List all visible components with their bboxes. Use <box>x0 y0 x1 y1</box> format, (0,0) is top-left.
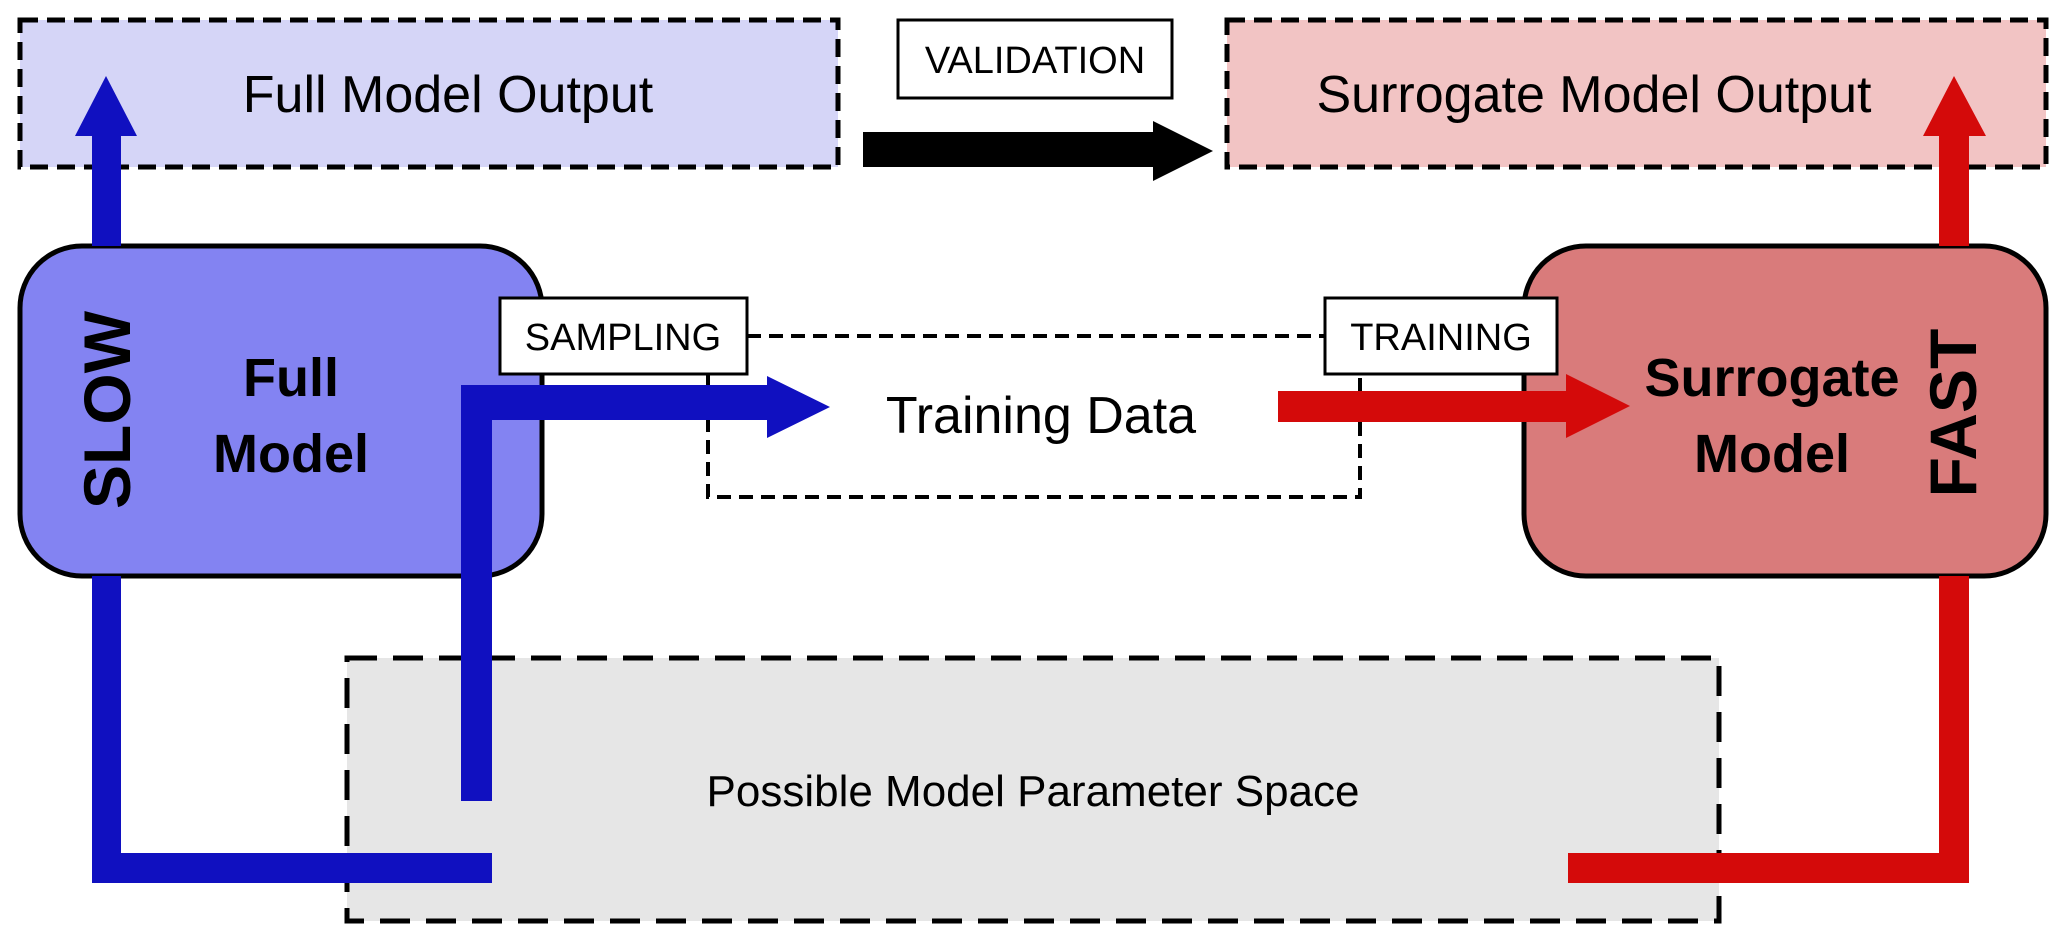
full-model-output-node: Full Model Output <box>17 17 841 170</box>
training-tag-box <box>1323 296 1559 376</box>
full-model-output-label: Full Model Output <box>243 66 654 124</box>
validation-tag: VALIDATION <box>896 18 1174 100</box>
training-tag-label: TRAINING <box>1350 317 1532 359</box>
training-data-label: Training Data <box>886 387 1196 445</box>
full-model-to-output-arrow <box>75 76 137 246</box>
sampling-tag: SAMPLING <box>498 296 749 376</box>
validation-tag-label: VALIDATION <box>925 40 1145 82</box>
parameter-space-box <box>344 655 1722 924</box>
surrogate-model-output-box <box>1224 17 2049 170</box>
training-arrow <box>1278 374 1630 438</box>
surrogate-model-output-node: Surrogate Model Output <box>1224 17 2049 170</box>
surrogate-model-label-line2: Model <box>1694 424 1850 484</box>
full-model-label-line2: Model <box>213 424 369 484</box>
parameter-space-node: Possible Model Parameter Space <box>344 655 1722 924</box>
surrogate-model-label-line1: Surrogate <box>1644 348 1899 408</box>
training-data-node: Training Data <box>706 334 1362 499</box>
full-model-node: Full Model SLOW <box>17 243 545 579</box>
parameter-space-label: Possible Model Parameter Space <box>707 767 1360 816</box>
validation-tag-box <box>896 18 1174 100</box>
full-model-label-line1: Full <box>243 348 339 408</box>
surrogate-model-node: Surrogate Model FAST <box>1521 243 2049 579</box>
sampling-tag-label: SAMPLING <box>525 317 721 359</box>
fast-label: FAST <box>1916 329 1990 498</box>
surrogate-model-output-label: Surrogate Model Output <box>1317 66 1873 124</box>
slow-label: SLOW <box>70 310 144 509</box>
sampling-arrow <box>461 376 830 801</box>
training-data-border-lower <box>706 374 1362 499</box>
validation-arrow <box>863 121 1213 181</box>
full-model-output-box <box>17 17 841 170</box>
training-tag: TRAINING <box>1323 296 1559 376</box>
surrogate-model-to-output-arrow <box>1923 76 1986 246</box>
sampling-tag-box <box>498 296 749 376</box>
